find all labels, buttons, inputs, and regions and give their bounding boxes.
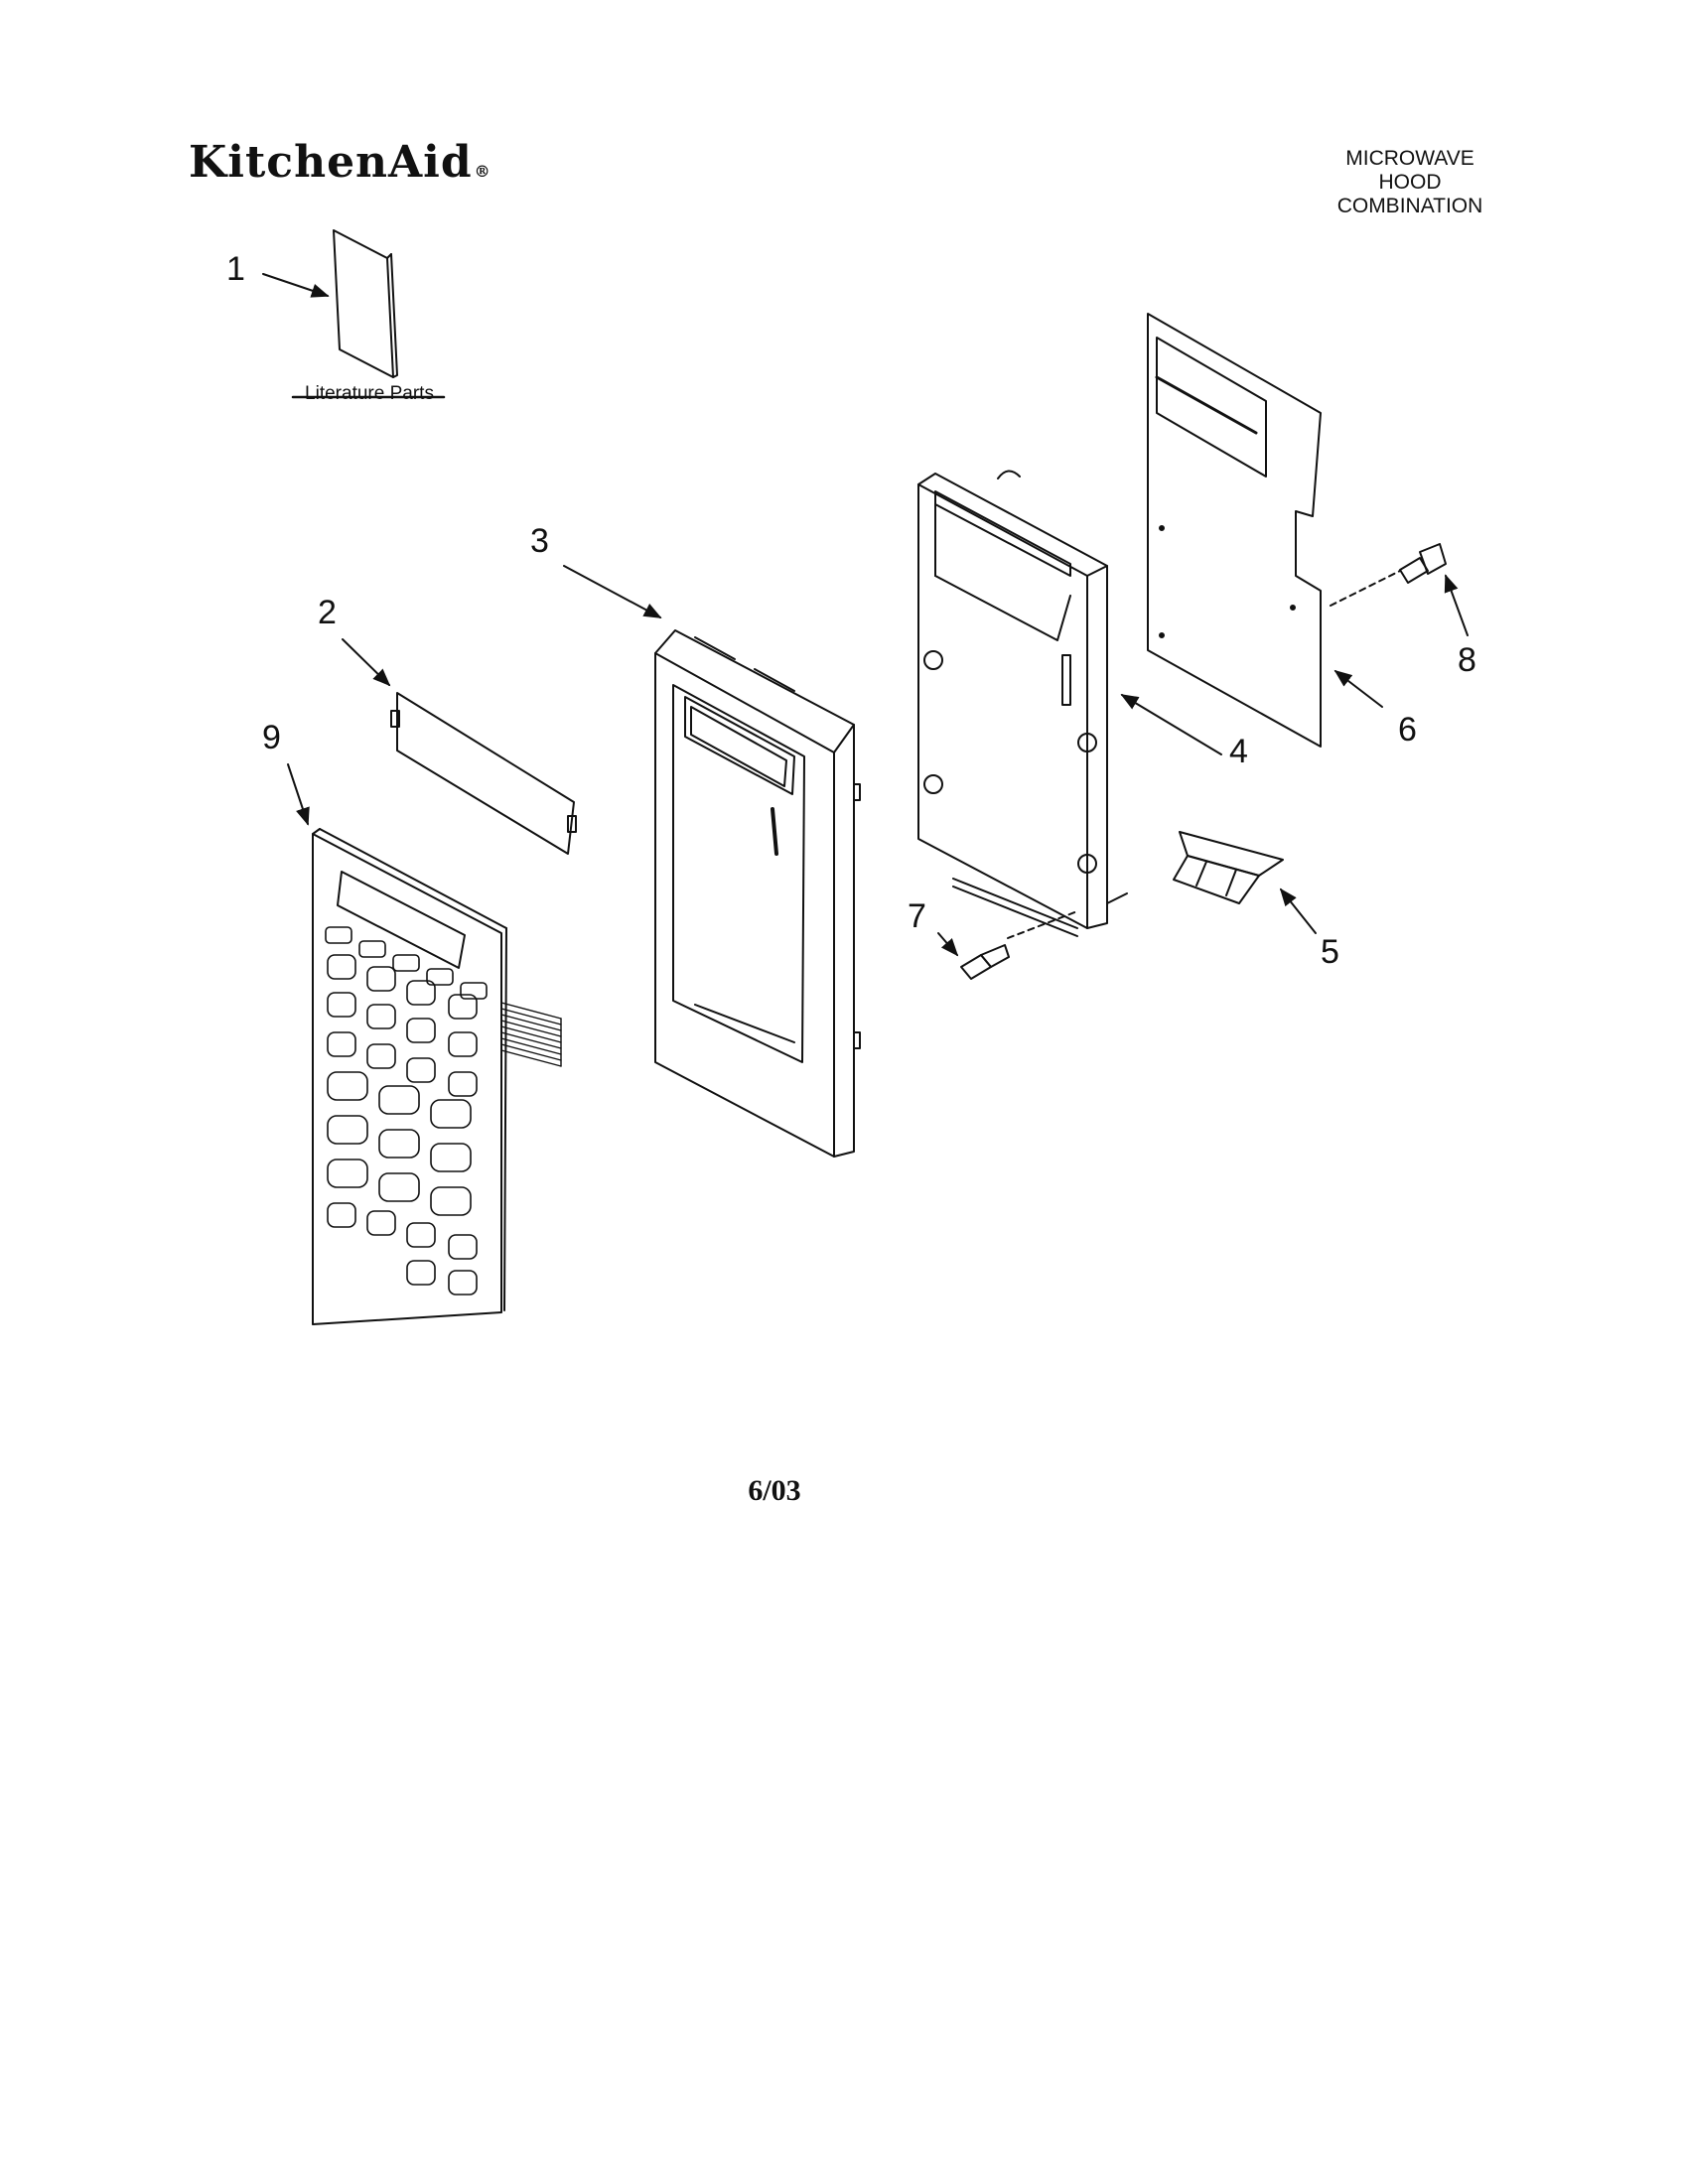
kitchenaid-logo: KitchenAid®: [189, 137, 491, 188]
callout-3: 3: [530, 522, 549, 560]
callout-arrow-6: [1333, 669, 1382, 707]
diagram-title: MICROWAVE HOOD COMBINATION: [1291, 147, 1529, 218]
title-line-1: MICROWAVE: [1345, 147, 1474, 170]
callout-5: 5: [1321, 933, 1339, 971]
ribbon-cable: [501, 1003, 561, 1066]
title-line-2: HOOD: [1378, 171, 1442, 194]
callout-8: 8: [1458, 641, 1476, 679]
callout-arrow-5: [1279, 887, 1316, 933]
callout-arrow-7: [938, 933, 959, 957]
callout-2: 2: [318, 594, 337, 631]
board-screw: [1331, 544, 1446, 606]
registered-mark: ®: [474, 162, 491, 181]
callout-4: 4: [1229, 733, 1248, 770]
callout-arrow-4: [1120, 695, 1221, 754]
keypad-keys: [326, 927, 487, 1295]
callout-arrow-9: [288, 764, 310, 826]
cable-clip: [1174, 832, 1283, 903]
control-bracket: [918, 471, 1127, 936]
callout-6: 6: [1398, 711, 1417, 749]
keypad-membrane: [313, 829, 561, 1324]
callout-arrow-3: [564, 566, 662, 617]
callout-7: 7: [908, 897, 926, 935]
callout-9: 9: [262, 719, 281, 756]
callout-arrow-1: [263, 274, 330, 298]
electronic-control-board: [1148, 314, 1321, 747]
brand-name: KitchenAid: [189, 137, 473, 188]
bracket-screw: [961, 911, 1077, 979]
literature-parts-label: Literature Parts: [305, 383, 434, 404]
control-panel-frame: [655, 630, 860, 1157]
callout-arrow-8: [1444, 574, 1468, 635]
literature-booklet: [293, 230, 444, 397]
revision-date: 6/03: [748, 1474, 801, 1507]
title-line-3: COMBINATION: [1336, 195, 1483, 217]
callout-arrow-2: [343, 639, 391, 687]
callout-1: 1: [226, 250, 245, 288]
display-window: [391, 693, 576, 854]
